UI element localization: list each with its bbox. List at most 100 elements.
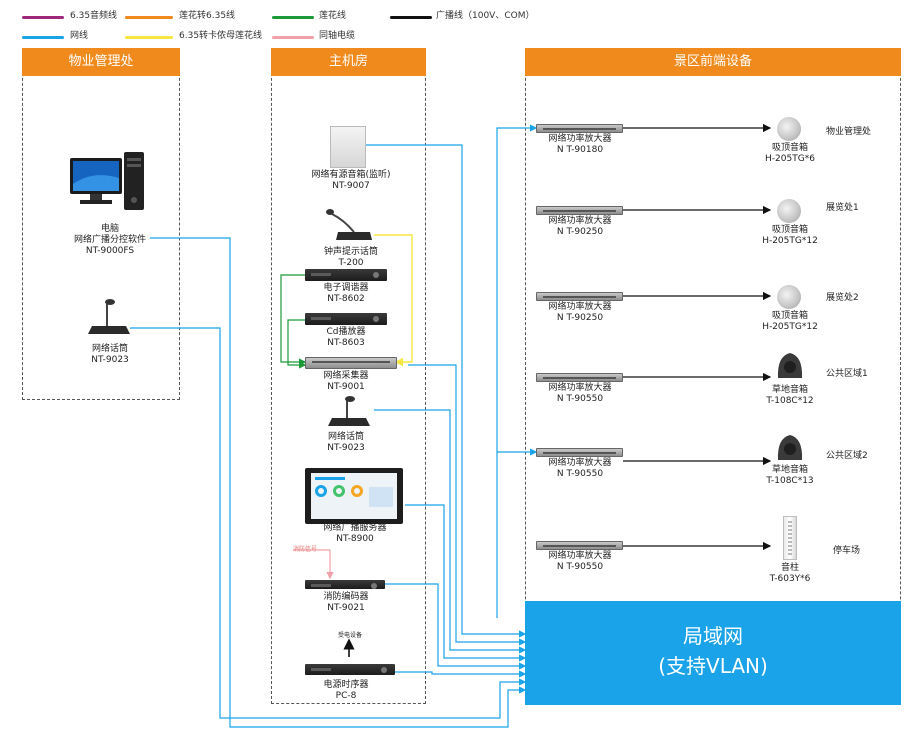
speaker-label: 草地音箱 T-108C*12: [750, 385, 830, 407]
legend-label-rca-635: 莲花转6.35线: [179, 11, 236, 21]
lan-title: 局域网: [683, 624, 743, 648]
legend-label-xlr: 6.35转卡侬母莲花线: [179, 31, 263, 41]
amp-name: 网络功率放大器: [548, 383, 612, 393]
sequencer-rack-icon: [305, 664, 395, 675]
amplifier-icon: [536, 292, 623, 301]
legend-label-coax: 同轴电缆: [319, 31, 356, 41]
host-tuner-label: 电子调谐器 NT-8602: [296, 283, 396, 305]
power-equipment-label: 受电设备: [337, 632, 362, 639]
host-mic-name: 网络话筒: [327, 432, 364, 442]
speaker-model: H-205TG*6: [765, 154, 815, 164]
office-pc-label: 电脑 网络广播分控软件 NT-9000FS: [60, 224, 160, 257]
host-chime-name: 钟声提示话筒: [323, 247, 378, 257]
office-pc-model: NT-9000FS: [85, 246, 135, 256]
amplifier-icon: [536, 541, 623, 550]
amp-name: 网络功率放大器: [548, 458, 612, 468]
host-speaker-label: 网络有源音箱(监听) NT-9007: [296, 170, 406, 192]
host-speaker-model: NT-9007: [332, 181, 370, 191]
amplifier-icon: [536, 124, 623, 133]
legend-swatch-network: [22, 36, 64, 39]
office-mic-label: 网络话筒 NT-9023: [60, 344, 160, 366]
front-header: 景区前端设备: [525, 48, 901, 76]
host-chime-label: 钟声提示话筒 T-200: [296, 247, 406, 269]
host-fire-label: 消防编码器 NT-9021: [296, 592, 396, 614]
ceiling-speaker-icon: [777, 117, 801, 141]
host-server-label: 网络广播服务器 NT-8900: [296, 523, 414, 545]
cd-player-rack-icon: [305, 313, 387, 325]
host-chime-model: T-200: [338, 258, 364, 268]
office-pc-sub: 网络广播分控软件: [73, 235, 146, 245]
legend-swatch-rca-635: [125, 16, 173, 19]
amplifier-icon: [536, 448, 623, 457]
amplifier-icon: [536, 206, 623, 215]
host-tuner-model: NT-8602: [327, 294, 365, 304]
tuner-rack-icon: [305, 269, 387, 281]
legend-label-network: 网线: [70, 31, 89, 41]
computer-icon: [68, 150, 148, 216]
host-fire-name: 消防编码器: [323, 592, 369, 602]
lan-subtitle: (支持VLAN): [658, 654, 768, 678]
fire-signal-label: 消防信号: [293, 546, 318, 553]
host-cd-label: Cd播放器 NT-8603: [296, 327, 396, 349]
amplifier-icon: [536, 373, 623, 382]
host-sequencer-label: 电源时序器 PC-8: [296, 680, 396, 702]
host-cd-name: Cd播放器: [326, 327, 366, 337]
office-pc-name: 电脑: [100, 224, 119, 234]
amp-label: 网络功率放大器 N T-90250: [530, 302, 630, 324]
host-sequencer-model: PC-8: [335, 691, 357, 701]
lawn-speaker-icon: [775, 350, 805, 380]
host-server-name: 网络广播服务器: [323, 523, 387, 533]
speaker-label: 吸顶音箱 H-205TG*12: [750, 225, 830, 247]
host-speaker-name: 网络有源音箱(监听): [311, 170, 391, 180]
amp-model: N T-90550: [556, 394, 604, 404]
office-header: 物业管理处: [22, 48, 180, 76]
lawn-speaker-icon: [775, 432, 805, 462]
zone-label: 物业管理处: [826, 127, 872, 137]
amp-label: 网络功率放大器 N T-90550: [530, 551, 630, 573]
host-server-model: NT-8900: [336, 534, 374, 544]
legend-swatch-broadcast: [390, 16, 432, 19]
zone-label: 停车场: [833, 546, 861, 556]
amp-name: 网络功率放大器: [548, 216, 612, 226]
legend-label-audio: 6.35音频线: [70, 11, 118, 21]
office-mic-name: 网络话筒: [91, 344, 128, 354]
amp-name: 网络功率放大器: [548, 551, 612, 561]
host-collector-label: 网络采集器 NT-9001: [296, 371, 396, 393]
fire-encoder-rack-icon: [305, 580, 385, 589]
speaker-model: T-108C*13: [766, 476, 814, 486]
amp-label: 网络功率放大器 N T-90550: [530, 458, 630, 480]
column-speaker-icon: [783, 516, 797, 560]
ceiling-speaker-icon: [777, 199, 801, 223]
ceiling-speaker-icon: [777, 285, 801, 309]
lan-block: 局域网 (支持VLAN): [525, 601, 901, 705]
amp-name: 网络功率放大器: [548, 134, 612, 144]
office-mic-model: NT-9023: [91, 355, 129, 365]
amp-label: 网络功率放大器 N T-90250: [530, 216, 630, 238]
speaker-model: T-108C*12: [766, 396, 814, 406]
amp-name: 网络功率放大器: [548, 302, 612, 312]
server-icon: [305, 468, 403, 524]
host-collector-name: 网络采集器: [323, 371, 369, 381]
speaker-label: 吸顶音箱 H-205TG*6: [750, 143, 830, 165]
amp-model: N T-90550: [556, 562, 604, 572]
zone-label: 展览处2: [826, 293, 859, 303]
speaker-model: T-603Y*6: [769, 574, 811, 584]
legend-label-broadcast: 广播线（100V、COM）: [436, 11, 535, 21]
speaker-name: 吸顶音箱: [771, 143, 808, 153]
amp-label: 网络功率放大器 N T-90550: [530, 383, 630, 405]
chime-mic-icon: [324, 206, 374, 242]
speaker-model: H-205TG*12: [762, 236, 818, 246]
speaker-label: 草地音箱 T-108C*13: [750, 465, 830, 487]
legend-label-rca: 莲花线: [319, 11, 347, 21]
speaker-label: 音柱 T-603Y*6: [750, 563, 830, 585]
speaker-name: 草地音箱: [771, 385, 808, 395]
host-fire-model: NT-9021: [327, 603, 365, 613]
amp-model: N T-90250: [556, 227, 604, 237]
host-microphone-icon: [326, 394, 372, 428]
amp-model: N T-90180: [556, 145, 604, 155]
speaker-name: 音柱: [780, 563, 799, 573]
legend-swatch-coax: [272, 36, 314, 39]
zone-label: 公共区域1: [826, 369, 868, 379]
microphone-icon: [86, 296, 132, 336]
